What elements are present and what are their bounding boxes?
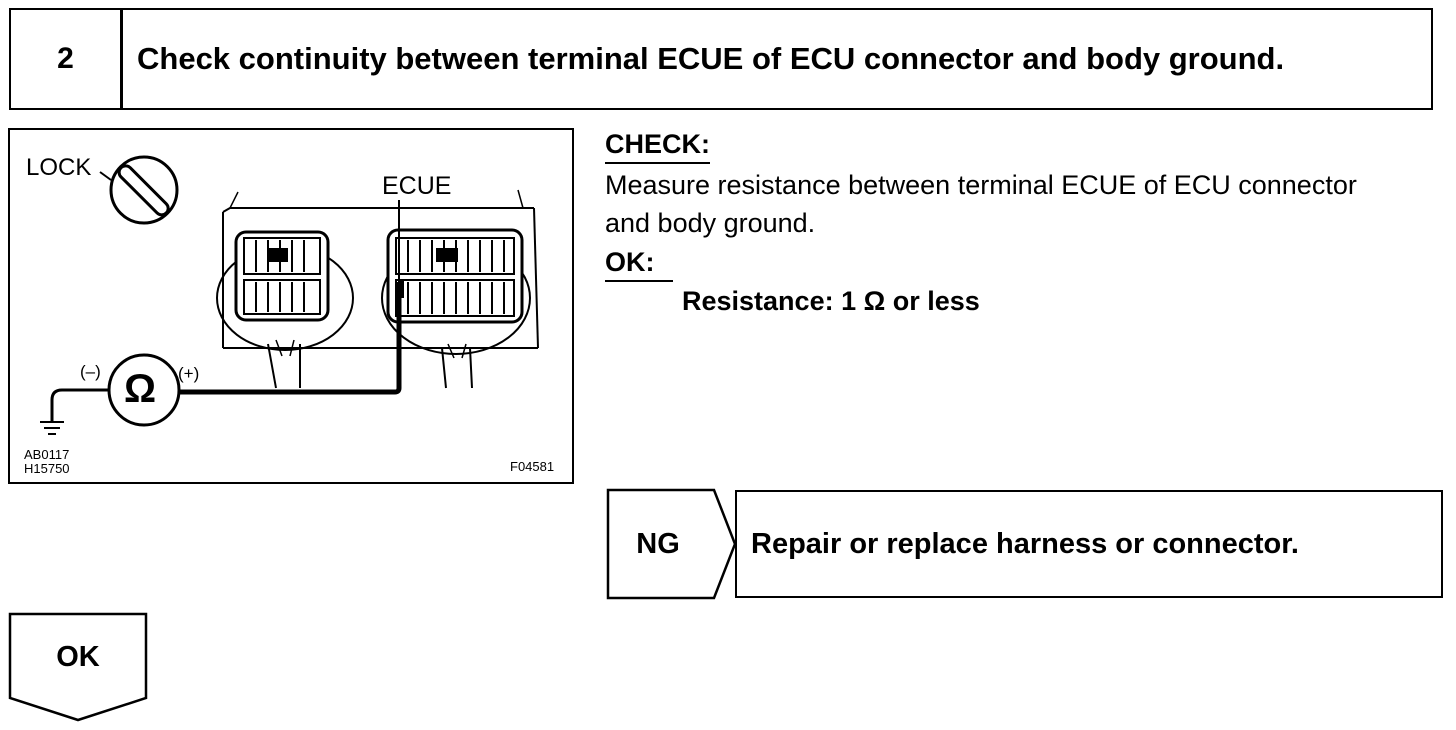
ng-action: Repair or replace harness or connector.: [735, 490, 1443, 598]
probe-lead: [176, 200, 404, 395]
connector-diagram: LOCK ECUE (–) (+) Ω AB0117 H15750 F04581: [8, 128, 574, 484]
ohm-symbol: Ω: [124, 367, 157, 411]
ignition-lock-icon: [99, 155, 179, 225]
step-header: 2 Check continuity between terminal ECUE…: [9, 8, 1433, 110]
check-instruction-line-2: and body ground.: [605, 208, 816, 238]
check-instruction-line-1: Measure resistance between terminal ECUE…: [605, 170, 1357, 200]
ref-code-1: AB0117: [24, 447, 70, 462]
ng-arrow-shape: [606, 488, 737, 600]
ground-icon: [40, 388, 109, 435]
step-title: Check continuity between terminal ECUE o…: [137, 41, 1285, 76]
minus-label: (–): [80, 362, 101, 381]
ng-action-text: Repair or replace harness or connector.: [751, 527, 1299, 560]
lock-label: LOCK: [26, 154, 92, 181]
ok-arrow-shape: [8, 612, 148, 722]
plus-label: (+): [178, 364, 200, 383]
resistance-spec: Resistance: 1 Ω or less: [682, 286, 980, 316]
ref-code-2: H15750: [24, 461, 70, 476]
check-instruction: Measure resistance between terminal ECUE…: [605, 166, 1445, 242]
ng-label: NG: [636, 527, 680, 560]
ecu-housing: [222, 189, 539, 349]
check-heading: CHECK:: [605, 128, 710, 164]
figure-id: F04581: [510, 459, 555, 474]
ecue-label: ECUE: [382, 172, 452, 200]
right-connector: [381, 228, 531, 389]
ok-heading: OK:: [605, 246, 673, 282]
ok-label: OK: [56, 640, 100, 673]
diagram-drawing: [40, 155, 539, 435]
left-connector: [216, 230, 354, 389]
step-number: 2: [11, 10, 123, 108]
